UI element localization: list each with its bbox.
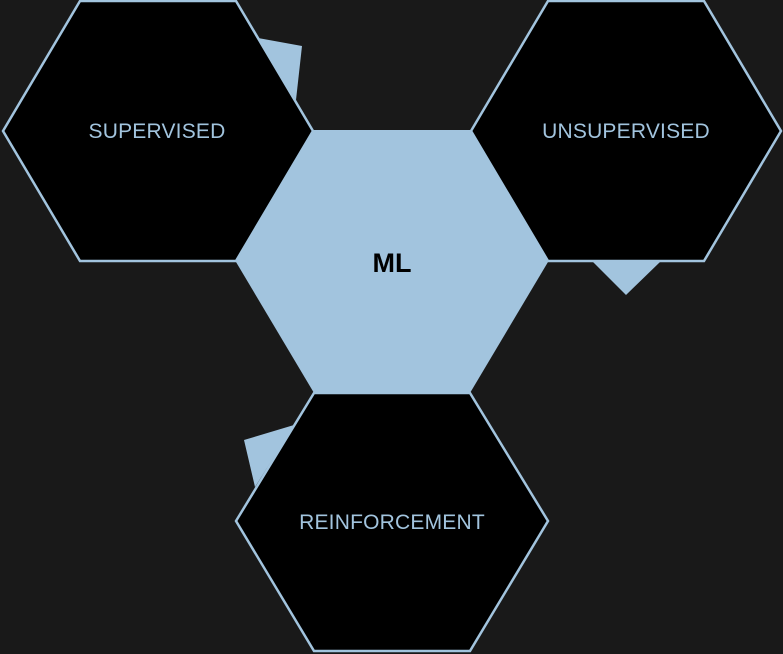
supervised-label: SUPERVISED: [89, 120, 226, 143]
center-label: ML: [373, 248, 412, 278]
reinforcement-label: REINFORCEMENT: [299, 511, 485, 534]
center-hexagon-shape: [236, 130, 548, 393]
reinforcement-hexagon-shape: [234, 391, 550, 653]
unsupervised-label: UNSUPERVISED: [542, 120, 710, 143]
center-hexagon: ML: [236, 130, 548, 393]
reinforcement-left-notch: [244, 425, 294, 487]
supervised-hexagon: SUPERVISED: [1, 0, 315, 263]
unsupervised-hexagon: UNSUPERVISED: [469, 0, 783, 263]
unsupervised-bottom-notch: [593, 262, 660, 295]
reinforcement-hexagon: REINFORCEMENT: [234, 391, 550, 653]
supervised-top-notch: [258, 38, 302, 100]
supervised-hexagon-shape: [1, 0, 315, 263]
unsupervised-hexagon-shape: [469, 0, 783, 263]
